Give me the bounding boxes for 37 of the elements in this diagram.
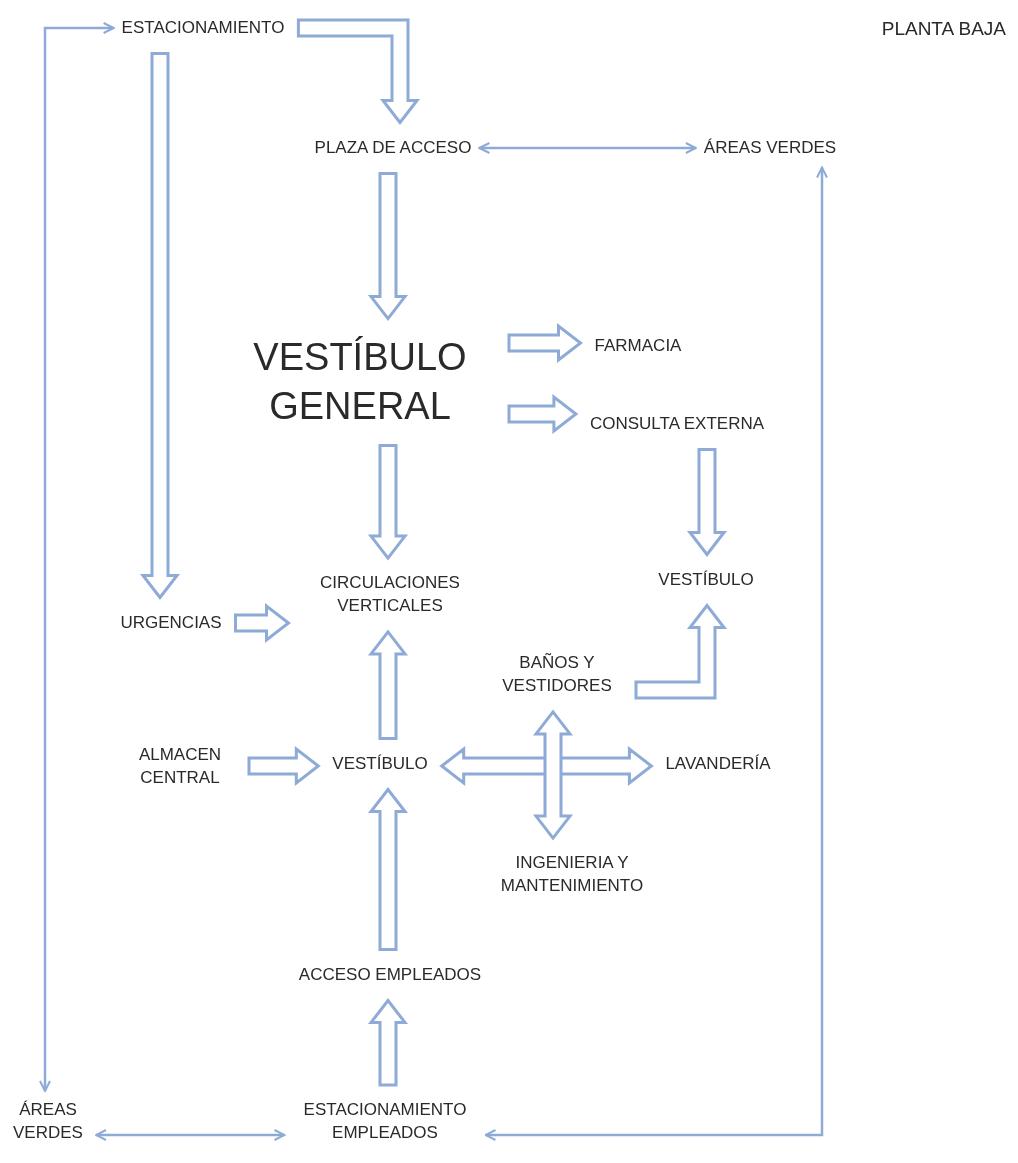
room-label: VESTÍBULO bbox=[332, 752, 428, 776]
room-label: PLAZA DE ACCESO bbox=[314, 136, 472, 160]
room-label: URGENCIAS bbox=[120, 611, 222, 635]
room-label: ALMACEN CENTRAL bbox=[125, 744, 235, 790]
block-arrow bbox=[139, 52, 181, 600]
room-label: VESTÍBULO bbox=[658, 568, 754, 592]
room-label: ÁREAS VERDES bbox=[703, 136, 837, 160]
floor-title: PLANTA BAJA bbox=[881, 18, 1006, 40]
block-arrow bbox=[367, 998, 409, 1087]
block-arrow bbox=[367, 443, 409, 561]
connector-arrow bbox=[39, 22, 115, 1093]
room-label: BAÑOS Y VESTIDORES bbox=[492, 652, 622, 698]
connector-arrow bbox=[95, 1129, 286, 1141]
room-label: ACCESO EMPLEADOS bbox=[298, 963, 482, 987]
room-label: LAVANDERÍA bbox=[665, 752, 771, 776]
block-arrow bbox=[234, 602, 291, 644]
room-label: ESTACIONAMIENTO bbox=[121, 16, 285, 40]
block-arrow bbox=[532, 709, 574, 841]
connector-arrow bbox=[478, 142, 697, 154]
block-arrow bbox=[686, 448, 728, 557]
block-arrow bbox=[507, 393, 579, 435]
block-arrow bbox=[367, 787, 409, 951]
room-label: FARMACIA bbox=[594, 334, 682, 358]
room-label: ÁREAS VERDES bbox=[8, 1099, 88, 1145]
connector-arrow bbox=[484, 166, 828, 1141]
room-label: ESTACIONAMIENTO EMPLEADOS bbox=[292, 1099, 478, 1145]
block-arrow bbox=[634, 603, 728, 700]
room-label: CIRCULACIONES VERTICALES bbox=[302, 572, 478, 618]
room-label: VESTÍBULO GENERAL bbox=[225, 332, 495, 432]
block-arrow bbox=[507, 322, 583, 364]
block-arrow bbox=[367, 629, 409, 740]
block-arrow bbox=[247, 745, 321, 787]
room-label: CONSULTA EXTERNA bbox=[589, 412, 765, 436]
block-arrow bbox=[439, 745, 654, 787]
room-label: INGENIERIA Y MANTENIMIENTO bbox=[484, 852, 660, 898]
block-arrow bbox=[367, 172, 409, 322]
block-arrow bbox=[296, 18, 421, 125]
